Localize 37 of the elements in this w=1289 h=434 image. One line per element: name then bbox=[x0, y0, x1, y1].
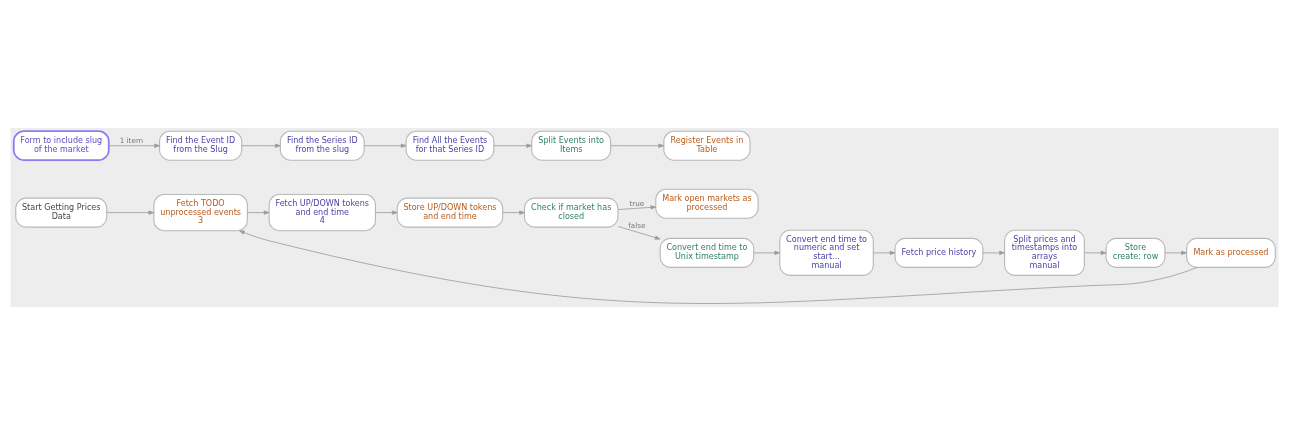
node-box: Split prices and timestamps into arrays manual bbox=[1004, 229, 1085, 276]
node-box: Find All the Events for that Series ID bbox=[405, 130, 495, 161]
node-box: Convert end time to Unix timestamp bbox=[659, 237, 755, 268]
node-box: Form to include slug of the market bbox=[12, 129, 110, 161]
arrow bbox=[617, 204, 657, 210]
node-box: Convert end time to numeric and set start... manual bbox=[779, 229, 874, 276]
node-box: Start Getting Prices Data bbox=[15, 197, 108, 228]
arrow bbox=[610, 143, 665, 148]
node-box: Store UP/DOWN tokens and end time bbox=[396, 197, 504, 228]
arrow bbox=[247, 210, 270, 215]
arrow bbox=[502, 210, 525, 215]
arrow bbox=[241, 143, 281, 148]
node-box: Mark open markets as processed bbox=[655, 188, 759, 219]
arrow bbox=[493, 143, 533, 148]
edge-label: 1 item bbox=[119, 135, 143, 145]
node-box: Check if market has closed bbox=[523, 197, 619, 228]
node-box: Find the Series ID from the slug bbox=[279, 130, 365, 161]
node-box: Find the Event ID from the Slug bbox=[158, 130, 243, 161]
arrow bbox=[872, 250, 896, 255]
node-box: Mark as processed bbox=[1186, 237, 1276, 268]
arrow bbox=[982, 250, 1005, 255]
arrow bbox=[363, 143, 407, 148]
arrow bbox=[375, 210, 398, 215]
arrow bbox=[106, 210, 155, 215]
arrow bbox=[617, 225, 661, 240]
node-box: Store create: row bbox=[1105, 237, 1166, 268]
arrow bbox=[1084, 250, 1107, 255]
node-box: Fetch price history bbox=[894, 237, 984, 268]
arrow bbox=[753, 250, 781, 255]
node-box: Split Events into Items bbox=[531, 130, 612, 161]
node-box: Register Events in Table bbox=[663, 130, 751, 161]
node-box: Fetch UP/DOWN tokens and end time 4 bbox=[268, 193, 376, 231]
arrow bbox=[108, 143, 160, 148]
node-box: Fetch TODO unprocessed events 3 bbox=[153, 193, 248, 231]
edge-label: true bbox=[629, 198, 645, 207]
edge-label: false bbox=[628, 220, 646, 230]
arrow bbox=[1164, 250, 1187, 255]
